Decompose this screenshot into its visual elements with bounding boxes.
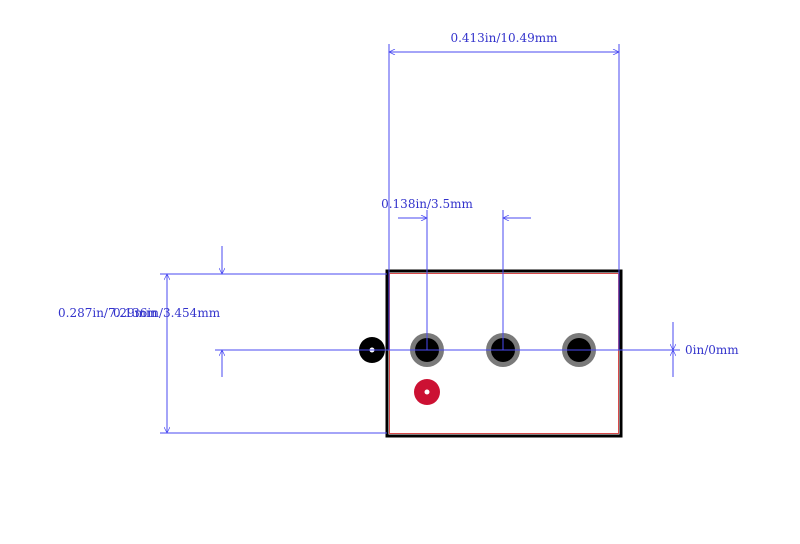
body-inner-outline [389,273,619,434]
pin1-marker-dot [424,389,430,395]
component-body [385,269,623,438]
row-offset-label: 0.136in/3.454mm [113,306,221,320]
height-label: 0.287in/7.29mm [58,306,158,320]
width-label: 0.413in/10.49mm [450,31,558,45]
pitch-label: 0.138in/3.5mm [381,197,473,211]
body-outline [385,269,623,438]
zero-offset-label: 0in/0mm [685,343,739,357]
dimension-lines [160,44,680,433]
pads [359,333,596,405]
dimension-labels: 0.413in/10.49mm 0.138in/3.5mm 0.287in/7.… [58,31,739,357]
